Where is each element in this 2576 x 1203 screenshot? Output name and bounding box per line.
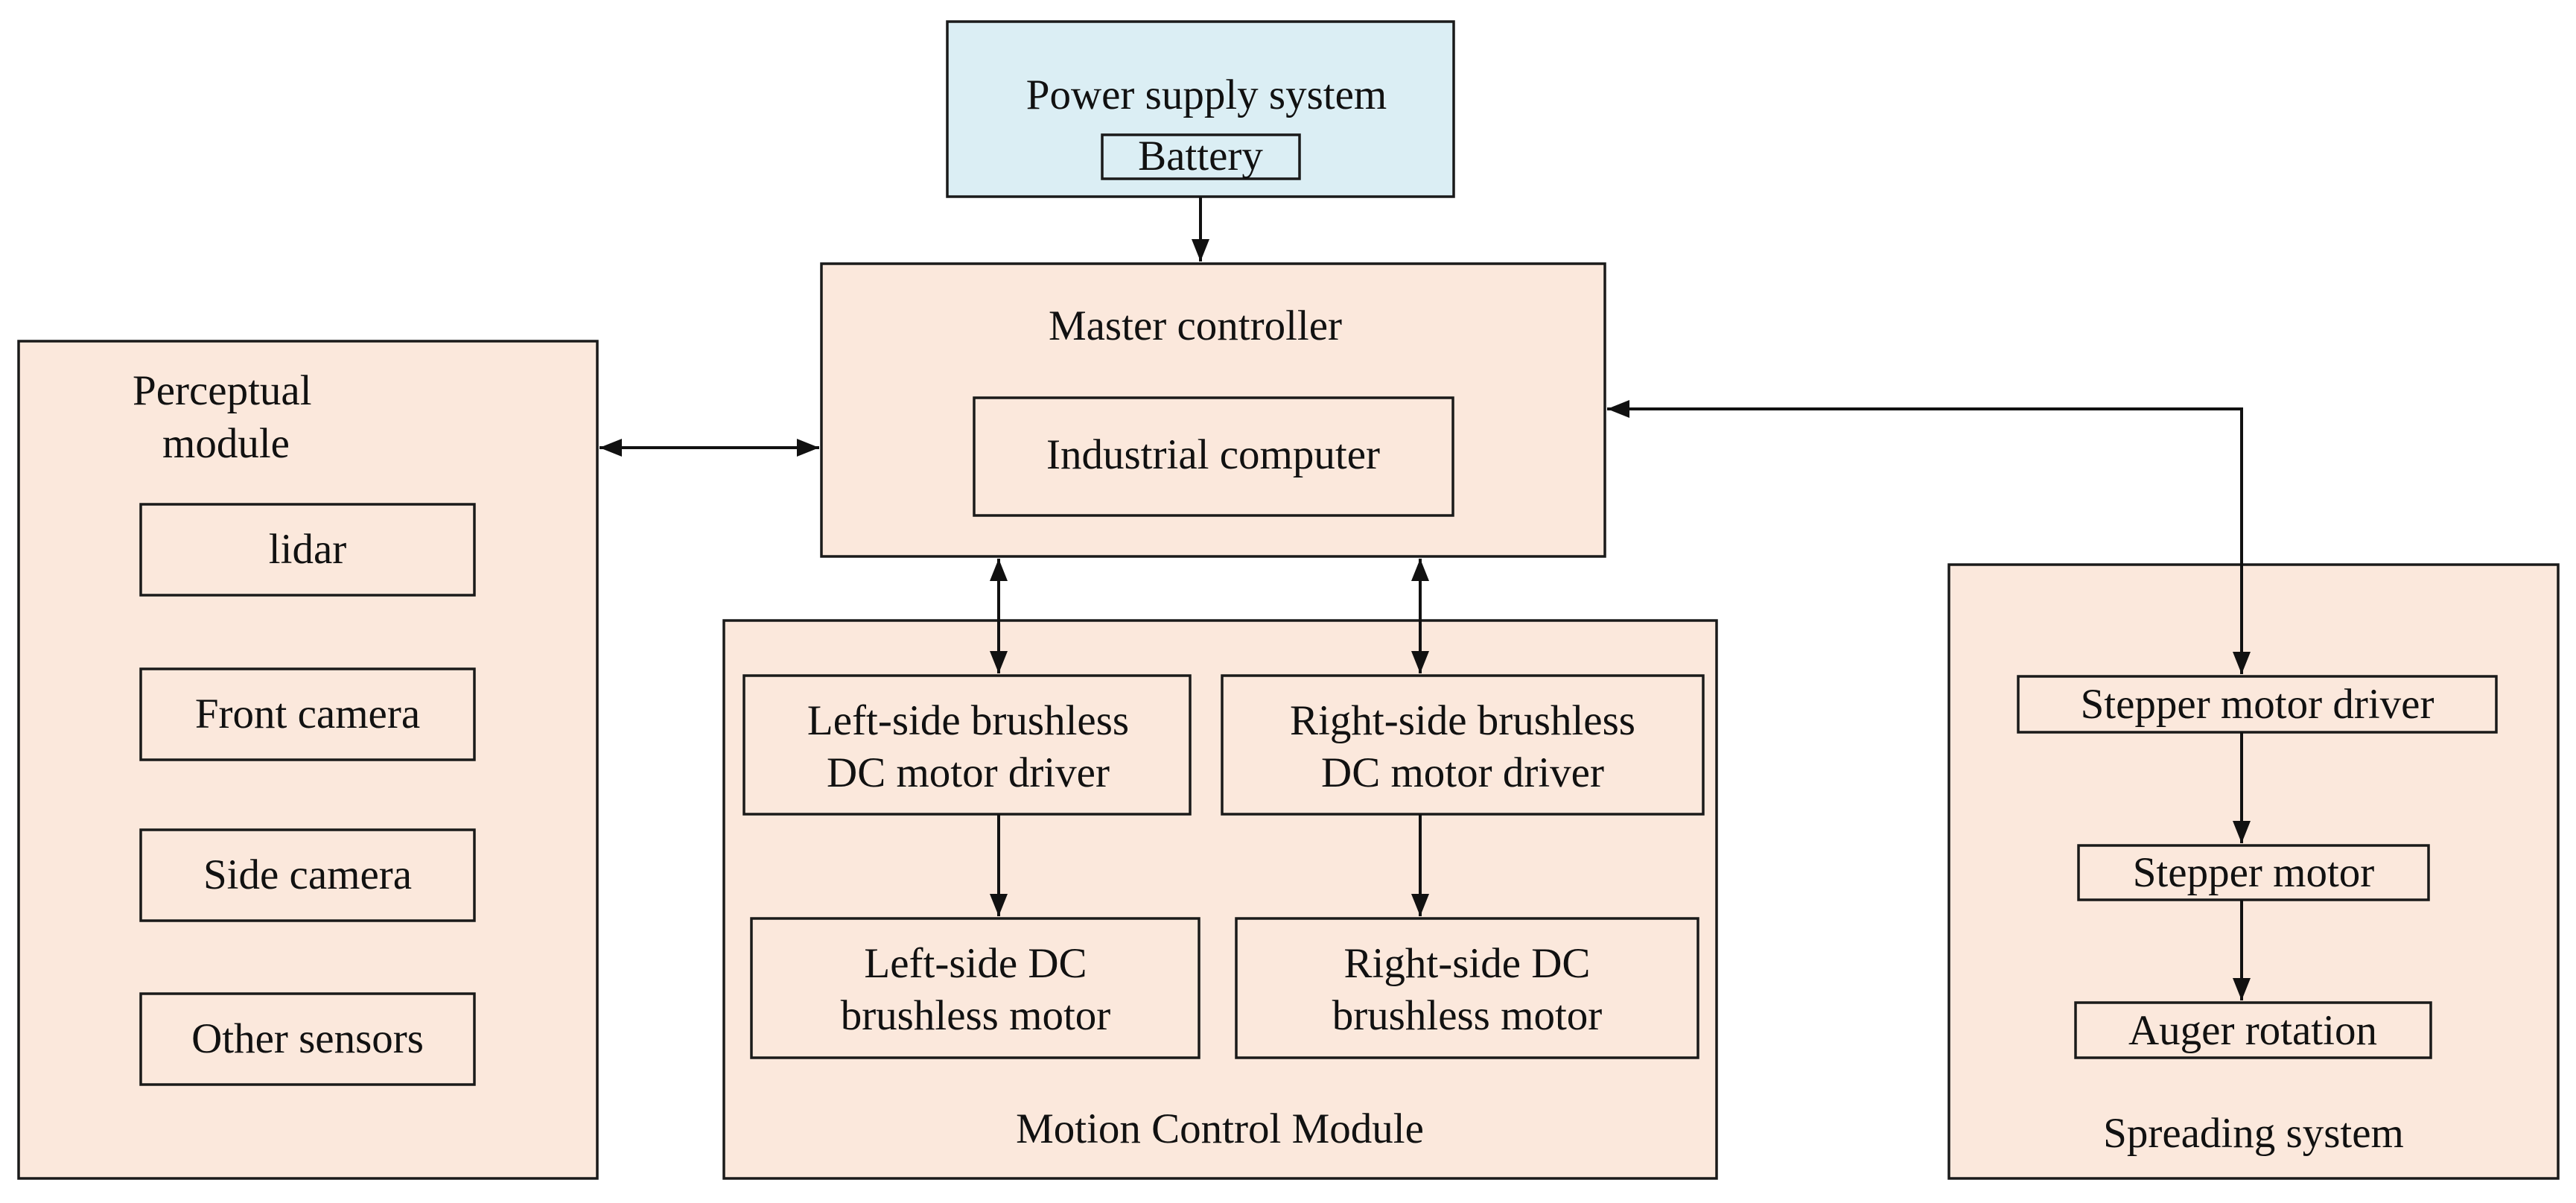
power-supply-title: Power supply system [1026,72,1387,118]
connectors [600,197,2251,1000]
perceptual-module-title-2: module [162,420,290,467]
stepper-driver-label: Stepper motor driver [2081,681,2435,728]
left-driver-label-2: DC motor driver [827,749,1110,796]
spreading-system: Stepper motor driver Stepper motor Auger… [1947,563,2560,1180]
auger-rotation-label: Auger rotation [2128,1007,2377,1054]
master-controller: Master controller Industrial computer [820,262,1606,558]
master-controller-box [820,262,1606,558]
left-motor-label-2: brushless motor [841,992,1111,1039]
right-driver-label-1: Right-side brushless [1290,697,1635,744]
power-supply-system: Power supply system Battery [946,20,1455,198]
right-motor-box [1235,917,1699,1059]
side-camera-box [139,828,476,922]
motion-control-title: Motion Control Module [1016,1105,1424,1152]
left-motor-label-1: Left-side DC [864,940,1087,987]
industrial-computer-label: Industrial computer [1046,431,1380,478]
right-driver-label-2: DC motor driver [1321,749,1604,796]
right-motor-label-1: Right-side DC [1344,940,1591,987]
other-sensors-label: Other sensors [191,1015,424,1062]
front-camera-label: Front camera [195,691,420,737]
motion-control-module: Left-side brushless DC motor driver Righ… [722,619,1718,1180]
battery-box [1101,133,1301,180]
lidar-label: lidar [269,526,346,573]
auger-rotation-box [2074,1001,2432,1059]
lidar-box [139,503,476,597]
stepper-motor-label: Stepper motor [2133,849,2375,896]
front-camera-box [139,667,476,761]
power-supply-box [946,20,1455,198]
left-motor-box [750,917,1200,1059]
stepper-motor-box [2077,844,2430,901]
stepper-driver-box [2017,675,2498,734]
perceptual-module-title-1: Perceptual [133,367,312,414]
right-motor-label-2: brushless motor [1332,992,1603,1039]
left-driver-label-1: Left-side brushless [807,697,1129,744]
industrial-computer-box [973,396,1454,517]
master-controller-title: Master controller [1049,302,1342,349]
spreading-system-title: Spreading system [2103,1110,2404,1157]
side-camera-label: Side camera [203,851,412,898]
arrow-master-stepper-driver [1607,400,2251,674]
left-driver-box [742,674,1192,816]
battery-label: Battery [1138,133,1263,180]
other-sensors-box [139,992,476,1086]
perceptual-module: Perceptual module lidar Front camera Sid… [17,340,599,1180]
motion-control-box [722,619,1718,1180]
right-driver-box [1221,674,1705,816]
